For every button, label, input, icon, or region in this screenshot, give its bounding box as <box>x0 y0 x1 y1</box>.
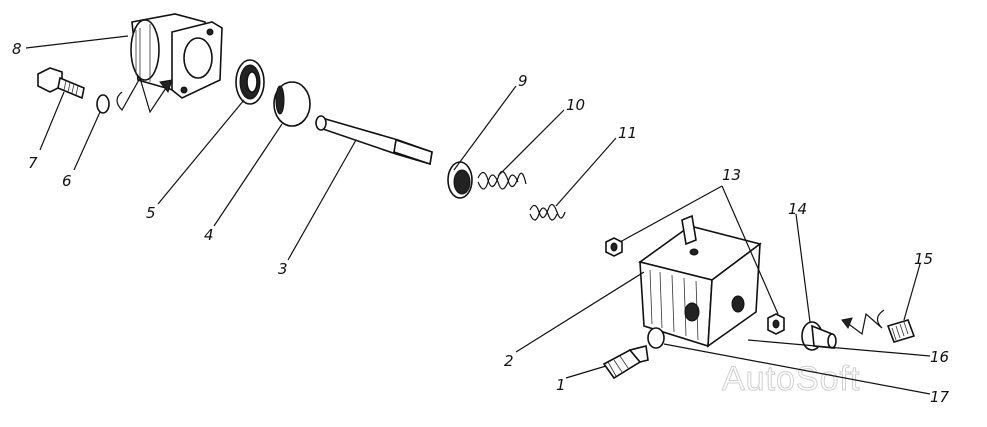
part-1-fitting <box>602 345 649 380</box>
label-17: 17 <box>930 388 950 406</box>
part-10-spring <box>477 170 527 190</box>
part-13-nut-a <box>605 237 623 257</box>
label-13: 13 <box>722 166 741 184</box>
part-2-block <box>638 214 762 348</box>
part-9-ring <box>447 161 473 199</box>
label-1: 1 <box>556 376 566 394</box>
label-14: 14 <box>788 200 807 218</box>
watermark: AutoSoft <box>722 360 860 398</box>
label-5: 5 <box>146 204 156 222</box>
arrowhead-right <box>841 317 853 330</box>
label-9: 9 <box>518 72 528 90</box>
part-3-shaft <box>315 115 433 166</box>
part-17-oring <box>647 327 665 349</box>
label-3: 3 <box>278 260 288 278</box>
label-6: 6 <box>62 172 72 190</box>
label-2: 2 <box>504 352 514 370</box>
label-16: 16 <box>930 348 949 366</box>
label-8: 8 <box>12 40 22 58</box>
part-7-bolt <box>37 67 85 100</box>
label-4: 4 <box>204 226 214 244</box>
part-4-cap <box>273 81 311 127</box>
part-8-housing <box>130 13 223 99</box>
part-6-washer <box>96 94 110 114</box>
arrowhead-left <box>159 79 173 94</box>
part-5-bearing <box>235 59 265 105</box>
label-11: 11 <box>618 124 637 142</box>
label-15: 15 <box>914 250 933 268</box>
label-7: 7 <box>28 154 38 172</box>
label-10: 10 <box>566 96 585 114</box>
assembly-arrow-right <box>845 309 885 336</box>
leader-lines <box>25 35 931 395</box>
part-13-nut-b <box>767 313 785 335</box>
part-15-screw <box>886 319 916 343</box>
part-11-spring <box>529 203 566 221</box>
assembly-arrow-left <box>116 76 171 114</box>
